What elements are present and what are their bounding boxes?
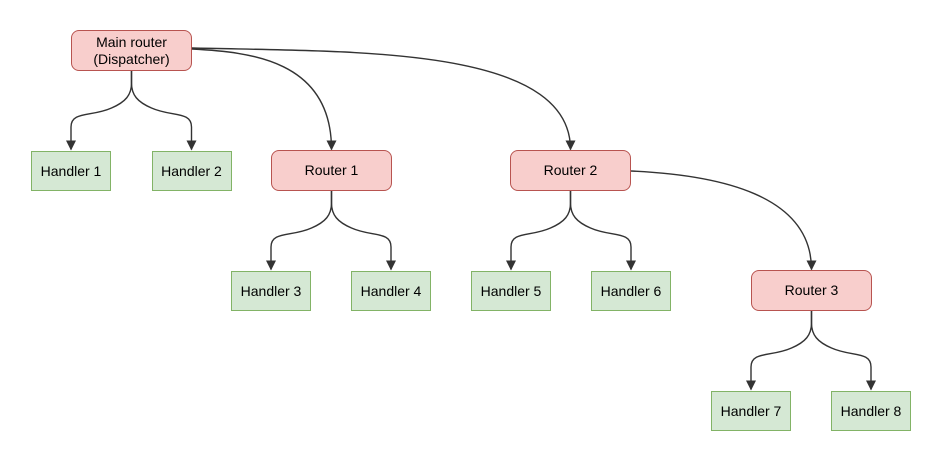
node-handler-7-label: Handler 7 [720,402,782,419]
edge-router1-to-handler4 [330,191,396,271]
node-handler-8: Handler 8 [831,391,911,431]
node-handler-4: Handler 4 [351,271,431,311]
node-handler-7: Handler 7 [711,391,791,431]
node-handler-8-label: Handler 8 [840,402,902,419]
edge-router2-to-router3 [630,170,817,271]
edge-main-to-router2 [191,47,576,151]
node-handler-5: Handler 5 [471,271,551,311]
node-router-2-label: Router 2 [543,162,598,179]
node-handler-1-label: Handler 1 [40,162,102,179]
edge-router1-to-handler3 [266,191,333,271]
node-handler-6-label: Handler 6 [600,282,662,299]
node-handler-1: Handler 1 [31,151,111,191]
node-router-3: Router 3 [751,270,872,311]
node-main-router-label: Main router (Dispatcher) [93,33,170,67]
edge-router2-to-handler5 [506,191,572,271]
node-router-2: Router 2 [510,150,631,191]
node-main-router: Main router (Dispatcher) [71,30,192,71]
node-handler-4-label: Handler 4 [360,282,422,299]
node-handler-2: Handler 2 [151,151,232,191]
edge-main-to-handler1 [66,71,133,151]
node-handler-6: Handler 6 [591,271,671,311]
node-handler-3: Handler 3 [231,271,311,311]
node-router-1-label: Router 1 [304,162,359,179]
edge-router3-to-handler7 [746,311,813,391]
node-router-1: Router 1 [271,150,392,191]
node-handler-2-label: Handler 2 [161,162,222,179]
node-handler-3-label: Handler 3 [240,282,302,299]
edge-main-to-handler2 [130,71,197,151]
edge-router3-to-handler8 [810,311,876,391]
edge-router2-to-handler6 [569,191,636,271]
node-handler-5-label: Handler 5 [480,282,542,299]
node-router-3-label: Router 3 [784,282,839,299]
edge-main-to-router1 [191,48,337,151]
